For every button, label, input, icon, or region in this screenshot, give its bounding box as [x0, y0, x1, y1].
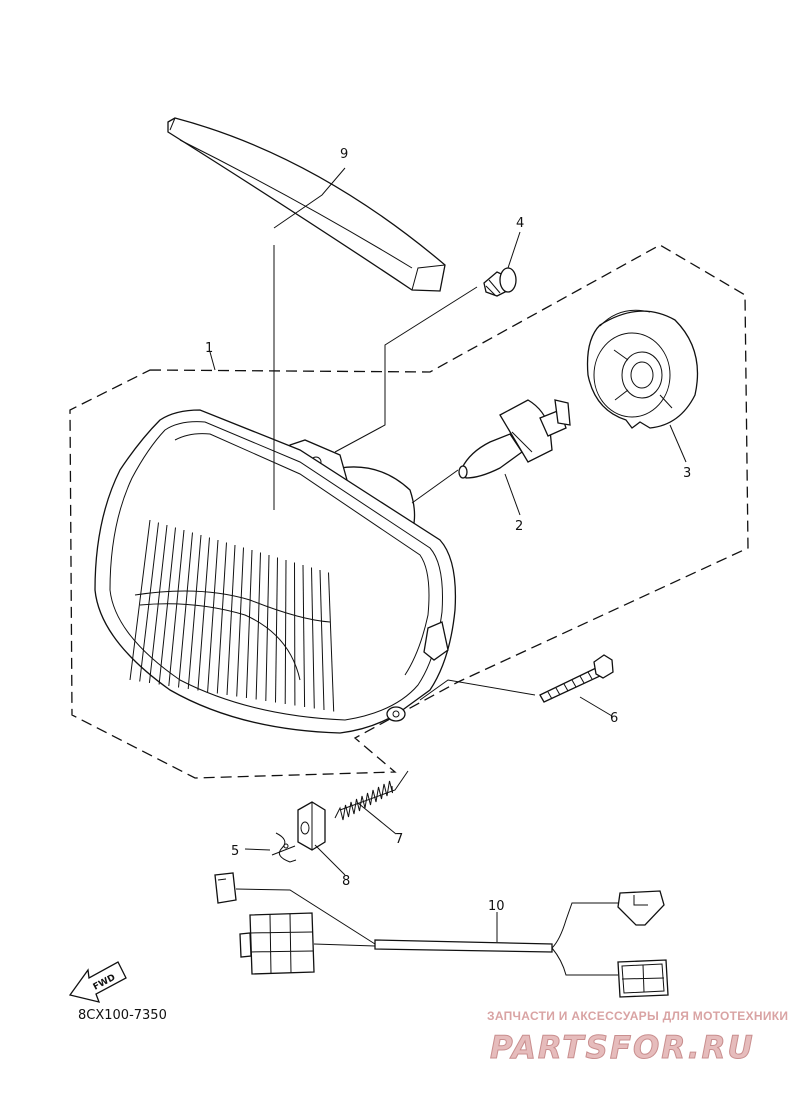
lens-rib: [284, 559, 287, 705]
lens-rib: [178, 532, 193, 688]
lens-rib: [158, 527, 176, 685]
part-1-headlight: [94, 409, 457, 734]
callout-5: 5: [231, 844, 239, 859]
callout-1: 1: [205, 341, 213, 356]
lens-rib: [328, 572, 335, 712]
part-5-clip: [271, 832, 297, 863]
lens-rib: [311, 567, 315, 709]
watermark: ЗАПЧАСТИ И АКСЕССУАРЫ ДЛЯ МОТОТЕХНИКИ PA…: [487, 1009, 788, 1067]
lens-rib: [129, 519, 151, 681]
lens-rib: [207, 539, 219, 693]
callout-6: 6: [610, 711, 618, 726]
lens-rib: [302, 564, 306, 708]
part-7-spring: [334, 780, 393, 821]
part-6-bolt: [539, 654, 614, 703]
part-4-screw: [483, 267, 517, 297]
assembly-boundary: [69, 244, 749, 779]
lens-rib: [236, 547, 244, 697]
part-9-cover-strip: [167, 117, 446, 292]
lens-rib: [216, 542, 227, 694]
watermark-logo: PARTSFOR.RU: [490, 1030, 755, 1066]
fwd-arrow-icon: FWD: [68, 961, 127, 1003]
lens-rib: [245, 549, 253, 699]
callout-8: 8: [342, 874, 350, 889]
lens-rib: [226, 544, 236, 696]
lens-rib: [168, 529, 185, 687]
callout-2: 2: [515, 519, 523, 534]
part-3-socket-cover: [586, 309, 699, 429]
lens-rib: [319, 569, 325, 711]
lens-rib: [275, 557, 278, 703]
part-8-nut-clip: [297, 801, 326, 851]
lens-rib: [255, 552, 261, 700]
callout-7: 7: [395, 832, 403, 847]
callout-9: 9: [340, 147, 348, 162]
callout-4: 4: [516, 216, 524, 231]
drawing-code: 8CX100-7350: [78, 1008, 167, 1023]
lens-rib: [197, 537, 210, 691]
lens-pattern: [129, 519, 335, 712]
callout-3: 3: [683, 466, 691, 481]
callout-10: 10: [488, 899, 505, 914]
callouts: 1 2 3 4 5 6 7 8 9 10: [205, 147, 691, 914]
part-2-bulb: [458, 399, 571, 479]
leader-lines: [209, 167, 687, 942]
part-10-harness: [214, 872, 669, 998]
lens-rib: [139, 522, 159, 682]
watermark-tagline: ЗАПЧАСТИ И АКСЕССУАРЫ ДЛЯ МОТОТЕХНИКИ: [487, 1009, 788, 1023]
lens-rib: [187, 534, 202, 690]
